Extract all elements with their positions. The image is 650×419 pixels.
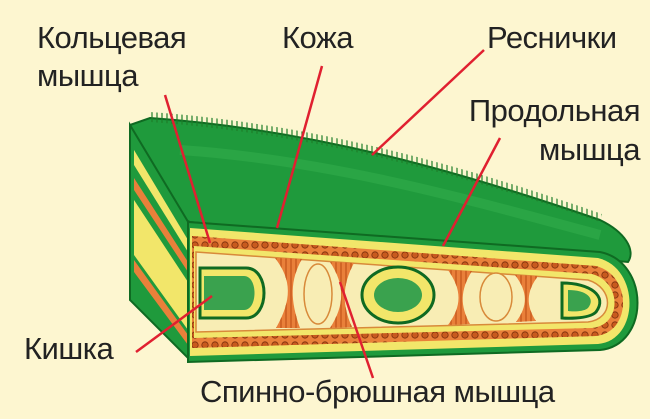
leader-cilia xyxy=(372,50,484,155)
label-ring-muscle-line2: мышца xyxy=(37,60,138,91)
label-dorsoventral-muscle: Спинно-брюшная мышца xyxy=(200,376,555,407)
intestine-shape xyxy=(200,268,264,318)
label-longitudinal-muscle-line1: Продольная xyxy=(469,95,640,126)
intestine-section-middle xyxy=(362,267,434,323)
label-ring-muscle-line1: Кольцевая xyxy=(37,22,186,53)
label-intestine: Кишка xyxy=(24,333,113,364)
label-cilia: Реснички xyxy=(487,22,617,53)
label-longitudinal-muscle-line2: мышца xyxy=(539,134,640,165)
label-skin: Кожа xyxy=(282,22,353,53)
